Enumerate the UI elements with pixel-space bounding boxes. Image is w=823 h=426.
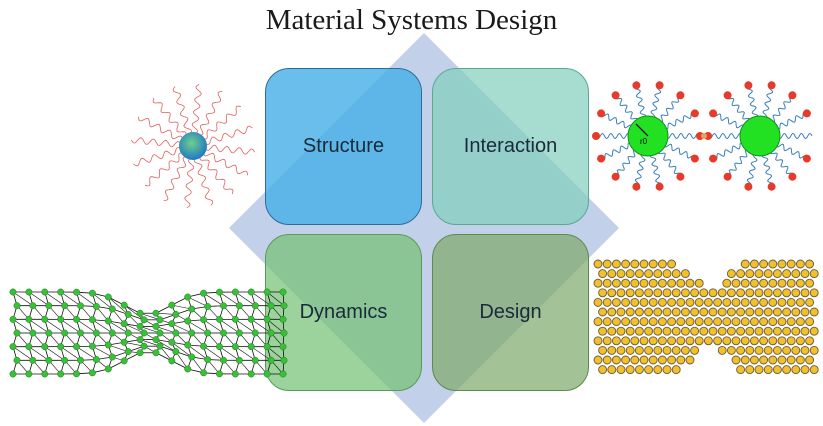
dynamics-box: Dynamics — [265, 234, 422, 391]
structure-box: Structure — [265, 68, 422, 225]
structure-label: Structure — [302, 135, 385, 157]
nanoparticle-chains-illustration — [130, 83, 256, 209]
design-box: Design — [432, 234, 589, 391]
diagram-title: Material Systems Design — [265, 4, 558, 36]
r0-annotation: r0 — [640, 137, 648, 146]
interaction-label: Interaction — [463, 135, 558, 157]
grafted-particles-illustration: r0 — [592, 81, 813, 191]
dynamics-label: Dynamics — [299, 301, 388, 323]
design-label: Design — [479, 301, 542, 323]
honeycomb-lattice-illustration — [593, 259, 819, 375]
interaction-box: Interaction — [432, 68, 589, 225]
bowtie-network-illustration — [9, 288, 288, 378]
